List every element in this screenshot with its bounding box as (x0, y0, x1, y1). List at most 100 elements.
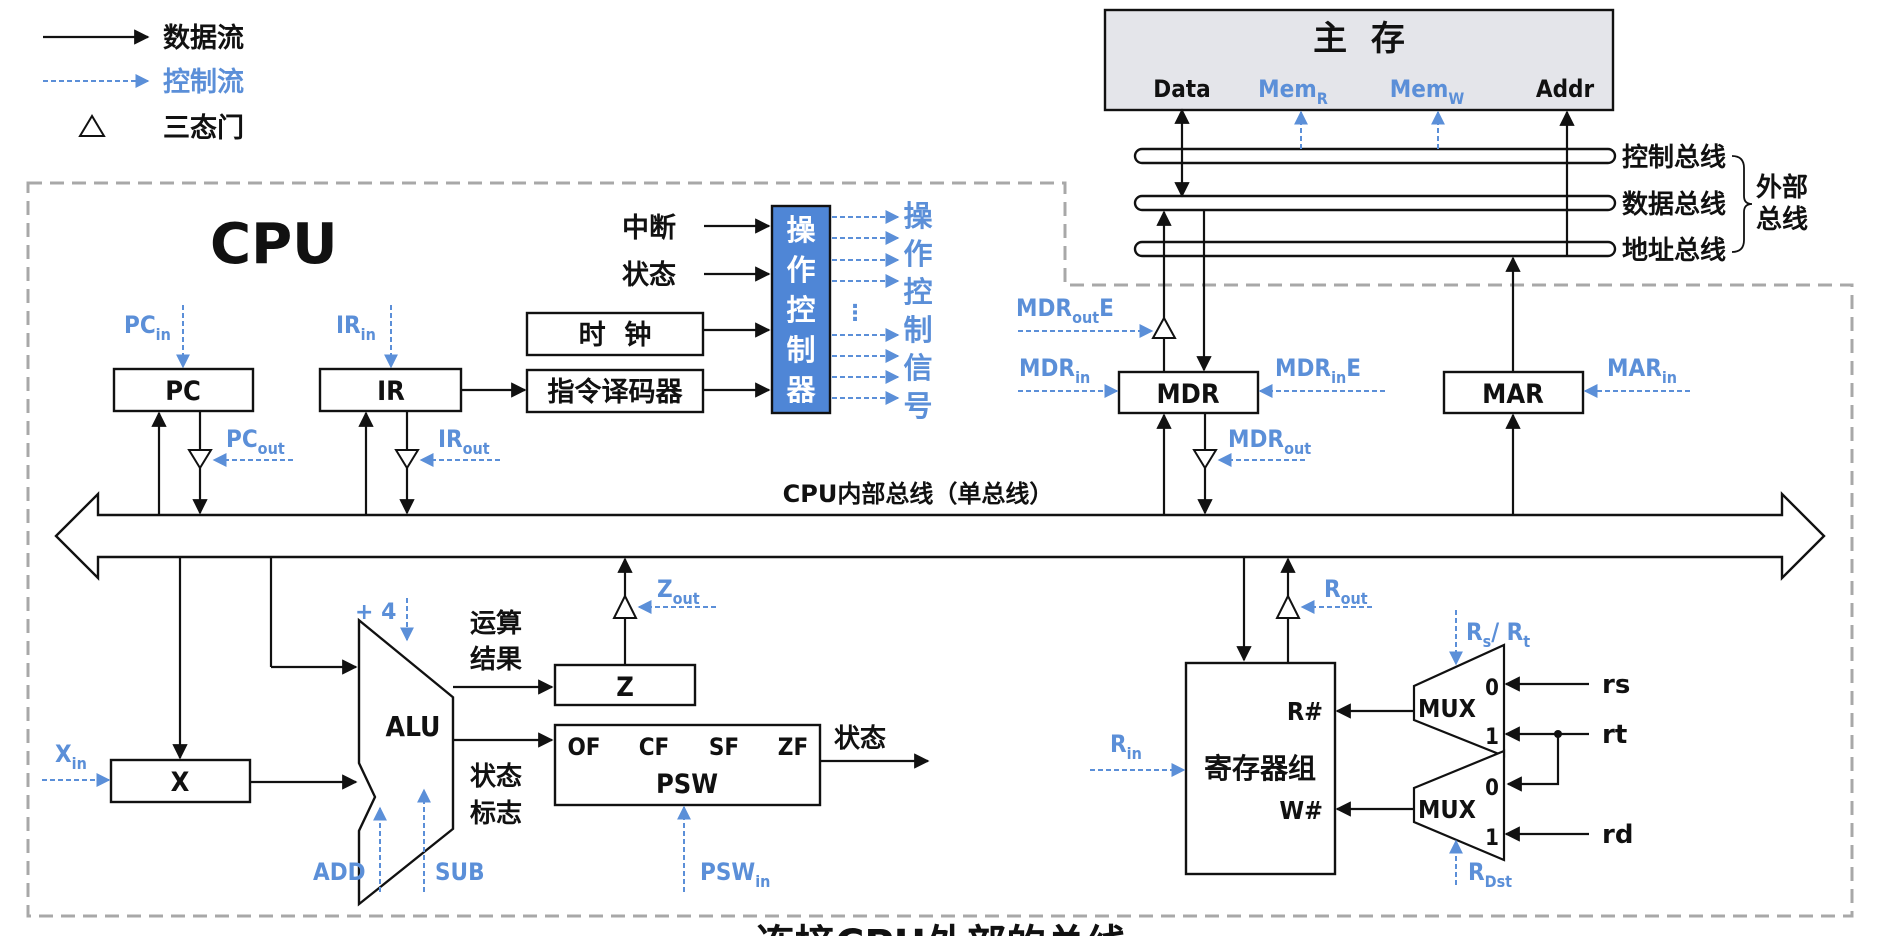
mdr-register: MDRoutE MDR MDRin MDRinE MDRout (1016, 210, 1385, 515)
svg-text:ALU: ALU (385, 710, 440, 743)
pc-register: PCin PC PCout (112, 305, 293, 515)
svg-text:作: 作 (903, 237, 932, 271)
svg-text:IRout: IRout (438, 425, 490, 458)
svg-text:1: 1 (1485, 725, 1499, 750)
rt-connection: rt (1504, 720, 1627, 792)
svg-text:rs: rs (1602, 670, 1630, 700)
svg-text:号: 号 (903, 389, 932, 423)
tristate-triangle-icon (78, 114, 106, 137)
clock-box (525, 311, 705, 357)
svg-text:PCin: PCin (124, 311, 171, 344)
svg-text:Rin: Rin (1110, 730, 1142, 763)
z-register: Z Zout (553, 557, 716, 707)
svg-text:OF: OF (567, 733, 600, 761)
svg-text:PCout: PCout (226, 425, 285, 458)
bottom-caption: 连接CPU外部的总线 (755, 922, 1126, 936)
svg-text:寄存器组: 寄存器组 (1204, 752, 1316, 785)
svg-text:MDRin: MDRin (1019, 354, 1090, 387)
svg-text:制: 制 (903, 313, 932, 347)
svg-text:状态: 状态 (470, 761, 522, 792)
svg-text:MDRout: MDRout (1228, 425, 1311, 458)
svg-text:MAR: MAR (1482, 379, 1544, 410)
address-bus (1133, 240, 1617, 258)
svg-text:RDst: RDst (1468, 858, 1512, 891)
internal-bus-label: CPU内部总线（单总线） (783, 480, 1054, 508)
data-bus (1133, 194, 1617, 212)
instruction-decoder-label: 指令译码器 (548, 376, 684, 408)
svg-text:PSW: PSW (656, 769, 718, 800)
ir-register: IRin IR IRout (318, 305, 527, 515)
alu: ALU + 4 ADD SUB 运算 结果 状态 标志 (269, 557, 554, 907)
control-signal-label: 操 作 控 制 信 号 (903, 199, 933, 423)
svg-text:IR: IR (377, 376, 405, 407)
legend: 数据流 控制流 三态门 (43, 23, 244, 144)
svg-text:Zout: Zout (657, 575, 700, 608)
svg-text:Rs/ Rt: Rs/ Rt (1466, 618, 1530, 651)
svg-text:PC: PC (165, 376, 201, 407)
cpu-title: CPU (210, 212, 338, 277)
svg-text:信: 信 (903, 351, 932, 385)
svg-text:X: X (171, 767, 190, 798)
legend-tristate: 三态门 (163, 113, 244, 144)
memory-port-data: Data (1153, 75, 1210, 103)
svg-text:Z: Z (616, 672, 634, 703)
legend-data-flow: 数据流 (163, 23, 244, 54)
memory-title: 主 存 (1313, 19, 1405, 59)
svg-text:操: 操 (786, 213, 816, 247)
memory-port-addr: Addr (1536, 75, 1595, 103)
svg-text:⋮: ⋮ (844, 301, 866, 326)
cpu-internal-bus: CPU内部总线（单总线） (54, 480, 1826, 581)
svg-text:SUB: SUB (435, 858, 485, 886)
operation-controller-area: 中断 状态 时 钟 指令译码器 操 作 控 制 器 ⋮ (525, 199, 933, 423)
svg-text:MDRoutE: MDRoutE (1016, 294, 1114, 327)
svg-text:MDR: MDR (1156, 379, 1219, 410)
svg-text:制: 制 (786, 333, 815, 367)
svg-text:0: 0 (1485, 776, 1499, 801)
external-buses: 控制总线 数据总线 地址总线 外部 总线 (1133, 108, 1808, 266)
controller-input-interrupt: 中断 (622, 213, 676, 244)
svg-text:PSWin: PSWin (700, 858, 770, 891)
svg-text:rd: rd (1602, 820, 1633, 850)
svg-text:MDRinE: MDRinE (1275, 354, 1361, 387)
svg-text:MARin: MARin (1607, 354, 1677, 387)
svg-text:CF: CF (639, 733, 670, 761)
svg-text:MUX: MUX (1418, 694, 1476, 723)
svg-text:IRin: IRin (336, 311, 376, 344)
memory-port-mem-w: MemW (1390, 75, 1465, 108)
svg-text:标志: 标志 (470, 799, 522, 829)
svg-text:运算: 运算 (470, 608, 522, 639)
svg-text:结果: 结果 (470, 645, 522, 675)
cpu-boundary (26, 181, 1854, 918)
svg-text:Xin: Xin (55, 740, 87, 773)
svg-text:状态: 状态 (834, 723, 886, 754)
svg-text:+ 4: + 4 (355, 600, 396, 625)
svg-text:控: 控 (786, 293, 815, 327)
svg-text:Rout: Rout (1324, 575, 1368, 608)
svg-text:SF: SF (709, 733, 739, 761)
register-file: Rout R# 寄存器组 W# Rin (1090, 557, 1372, 876)
svg-text:控: 控 (903, 275, 932, 309)
main-memory: 主 存 Data MemR MemW Addr (1103, 8, 1615, 112)
operation-controller-box (770, 204, 832, 415)
memory-port-mem-r: MemR (1258, 75, 1328, 108)
address-bus-label: 地址总线 (1622, 236, 1726, 266)
bus-group-brace (1731, 155, 1753, 253)
external-bus-group-label-1: 外部 (1756, 173, 1808, 203)
svg-text:R#: R# (1287, 697, 1323, 726)
svg-text:作: 作 (786, 253, 815, 287)
control-signal-arrows: ⋮ (832, 210, 900, 405)
svg-text:ADD: ADD (313, 858, 366, 886)
svg-text:ZF: ZF (778, 733, 808, 761)
svg-text:rt: rt (1602, 720, 1627, 750)
controller-input-status: 状态 (622, 260, 676, 291)
svg-text:操: 操 (903, 199, 933, 233)
control-bus (1133, 147, 1617, 165)
controller-label: 操 作 控 制 器 (785, 213, 816, 407)
clock-label: 时 钟 (579, 320, 652, 351)
instruction-decoder-box (525, 368, 705, 414)
svg-text:W#: W# (1279, 796, 1323, 825)
mux-bottom: MUX 0 1 RDst rd (1335, 749, 1633, 891)
control-bus-label: 控制总线 (1622, 143, 1726, 173)
data-bus-label: 数据总线 (1622, 190, 1726, 220)
